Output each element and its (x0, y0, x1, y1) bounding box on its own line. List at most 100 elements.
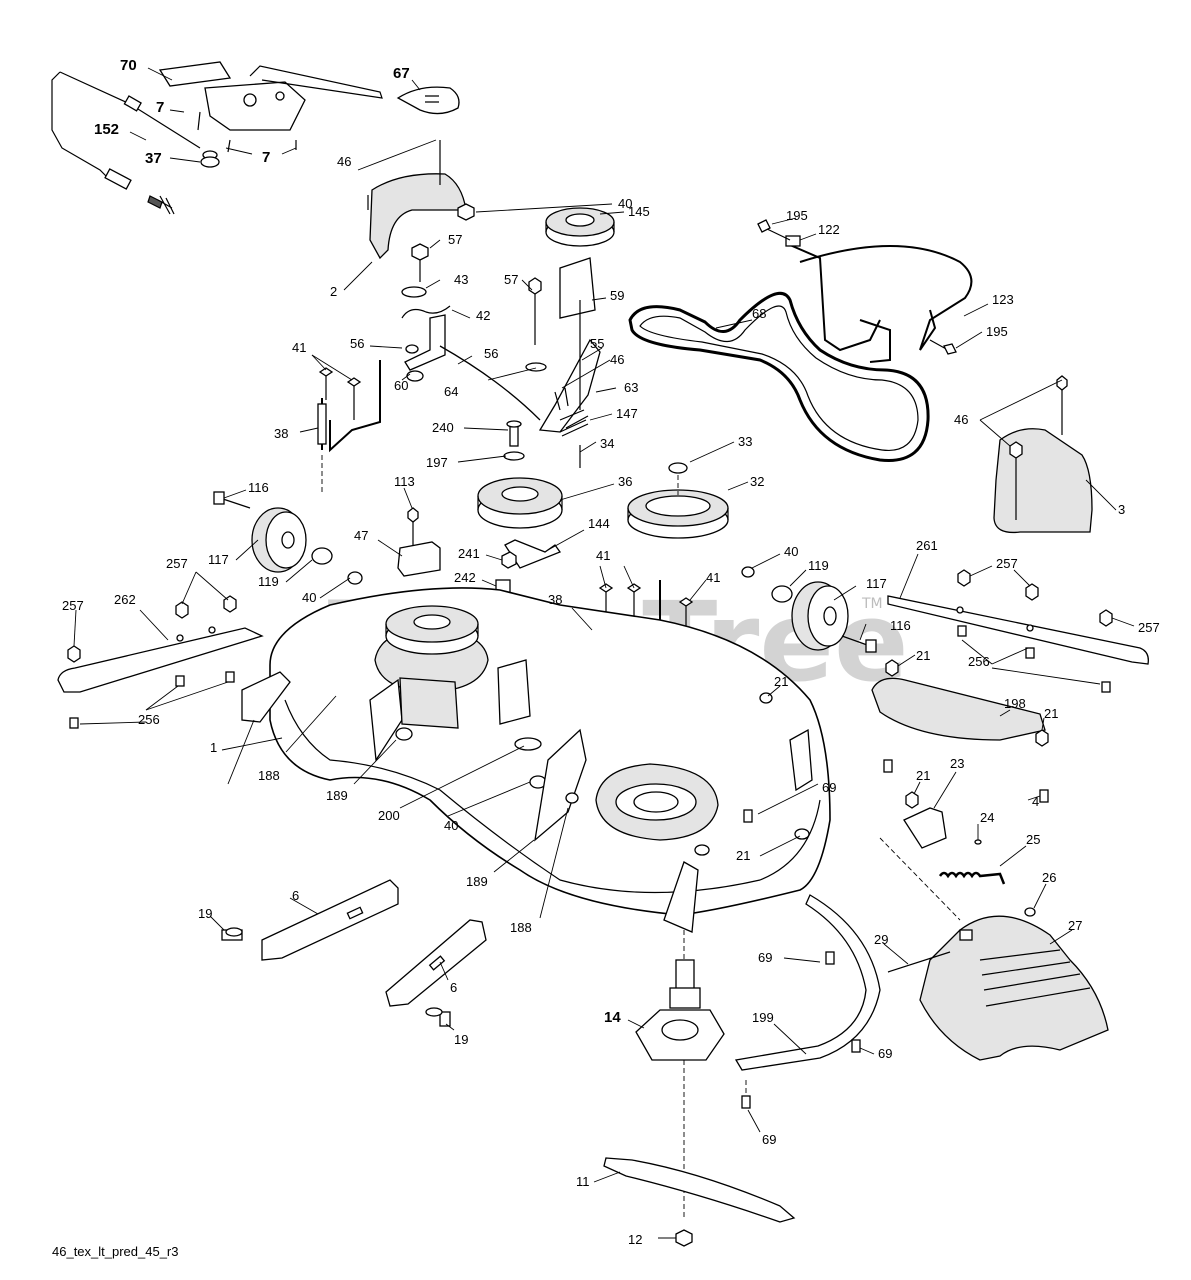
callout-21[interactable]: 21 (916, 648, 930, 663)
callout-57[interactable]: 57 (504, 272, 518, 287)
deck-hanger-left[interactable] (241, 671, 459, 762)
callout-46[interactable]: 46 (337, 154, 351, 169)
callout-144[interactable]: 144 (588, 516, 610, 531)
callout-70[interactable]: 70 (120, 57, 137, 74)
callout-42[interactable]: 42 (476, 308, 490, 323)
callout-36[interactable]: 36 (618, 474, 632, 489)
callout-69[interactable]: 69 (878, 1046, 892, 1061)
deflector-baffle-198[interactable] (871, 659, 1049, 803)
callout-46[interactable]: 46 (610, 352, 624, 367)
callout-7[interactable]: 7 (156, 99, 164, 116)
idler-arm-assembly[interactable] (401, 243, 541, 421)
callout-257[interactable]: 257 (1138, 620, 1160, 635)
callout-257[interactable]: 257 (996, 556, 1018, 571)
mower-blade[interactable] (603, 1157, 796, 1247)
lift-lever-assembly[interactable] (51, 61, 383, 215)
callout-122[interactable]: 122 (818, 222, 840, 237)
callout-60[interactable]: 60 (394, 378, 408, 393)
callout-41[interactable]: 41 (596, 548, 610, 563)
discharge-chute[interactable] (879, 837, 1109, 1061)
lift-link-left[interactable] (317, 360, 381, 495)
callout-68[interactable]: 68 (752, 306, 766, 321)
callout-41[interactable]: 41 (292, 340, 306, 355)
callout-57[interactable]: 57 (448, 232, 462, 247)
callout-6[interactable]: 6 (292, 888, 299, 903)
callout-21[interactable]: 21 (736, 848, 750, 863)
callout-117[interactable]: 117 (866, 576, 887, 591)
callout-241[interactable]: 241 (458, 546, 480, 561)
callout-21[interactable]: 21 (916, 768, 930, 783)
callout-4[interactable]: 4 (1032, 794, 1039, 809)
deck-hanger-right[interactable] (663, 692, 813, 933)
callout-38[interactable]: 38 (274, 426, 288, 441)
callout-257[interactable]: 257 (166, 556, 188, 571)
spindle-pulley-center[interactable] (477, 420, 563, 529)
blade-spindle[interactable] (635, 930, 725, 1220)
lever-knob[interactable] (396, 86, 460, 115)
callout-152[interactable]: 152 (94, 121, 119, 138)
callout-40[interactable]: 40 (784, 544, 798, 559)
deck-support-bracket-lower[interactable] (385, 919, 487, 1027)
callout-38[interactable]: 38 (548, 592, 562, 607)
callout-41[interactable]: 41 (706, 570, 720, 585)
callout-40[interactable]: 40 (302, 590, 316, 605)
callout-195[interactable]: 195 (786, 208, 808, 223)
callout-6[interactable]: 6 (450, 980, 457, 995)
callout-198[interactable]: 198 (1004, 696, 1026, 711)
callout-1[interactable]: 1 (210, 740, 217, 755)
gauge-wheel-right[interactable] (741, 566, 877, 653)
belt-guard-left[interactable] (367, 140, 467, 260)
callout-147[interactable]: 147 (616, 406, 638, 421)
callout-69[interactable]: 69 (822, 780, 836, 795)
callout-3[interactable]: 3 (1118, 502, 1125, 517)
callout-189[interactable]: 189 (326, 788, 348, 803)
callout-117[interactable]: 117 (208, 552, 229, 567)
callout-188[interactable]: 188 (510, 920, 532, 935)
callout-19[interactable]: 19 (454, 1032, 468, 1047)
deck-hanger-center[interactable] (497, 659, 587, 842)
chute-bracket-assembly[interactable] (903, 791, 1006, 885)
callout-199[interactable]: 199 (752, 1010, 774, 1025)
gauge-wheel-left[interactable] (213, 491, 363, 585)
callout-27[interactable]: 27 (1068, 918, 1082, 933)
drive-belt[interactable] (628, 291, 930, 462)
deck-support-bracket-upper[interactable] (221, 879, 399, 961)
callout-261[interactable]: 261 (916, 538, 938, 553)
callout-64[interactable]: 64 (444, 384, 458, 399)
callout-257[interactable]: 257 (62, 598, 84, 613)
callout-119[interactable]: 119 (808, 558, 829, 573)
callout-116[interactable]: 116 (248, 480, 269, 495)
stabilizer-bar-right[interactable] (887, 569, 1149, 693)
callout-256[interactable]: 256 (968, 654, 990, 669)
callout-195[interactable]: 195 (986, 324, 1008, 339)
callout-25[interactable]: 25 (1026, 832, 1040, 847)
callout-46[interactable]: 46 (954, 412, 968, 427)
callout-7[interactable]: 7 (262, 149, 270, 166)
callout-55[interactable]: 55 (590, 336, 604, 351)
callout-11[interactable]: 11 (576, 1174, 590, 1189)
belt-guard-right[interactable] (993, 375, 1093, 534)
spindle-pulley-right[interactable] (627, 462, 729, 539)
callout-12[interactable]: 12 (628, 1232, 642, 1247)
belt-keeper-rod[interactable] (757, 219, 973, 363)
callout-19[interactable]: 19 (198, 906, 212, 921)
deck-bracket-47[interactable] (397, 507, 441, 577)
callout-200[interactable]: 200 (378, 808, 400, 823)
callout-145[interactable]: 145 (628, 204, 650, 219)
callout-37[interactable]: 37 (145, 150, 162, 167)
callout-189[interactable]: 189 (466, 874, 488, 889)
callout-63[interactable]: 63 (624, 380, 638, 395)
callout-69[interactable]: 69 (762, 1132, 776, 1147)
callout-43[interactable]: 43 (454, 272, 468, 287)
callout-256[interactable]: 256 (138, 712, 160, 727)
stabilizer-bar-left[interactable] (57, 595, 264, 729)
callout-197[interactable]: 197 (426, 455, 448, 470)
callout-123[interactable]: 123 (992, 292, 1014, 307)
callout-69[interactable]: 69 (758, 950, 772, 965)
callout-116[interactable]: 116 (890, 618, 911, 633)
callout-242[interactable]: 242 (454, 570, 476, 585)
callout-59[interactable]: 59 (610, 288, 624, 303)
callout-119[interactable]: 119 (258, 574, 279, 589)
callout-56[interactable]: 56 (484, 346, 498, 361)
callout-188[interactable]: 188 (258, 768, 280, 783)
